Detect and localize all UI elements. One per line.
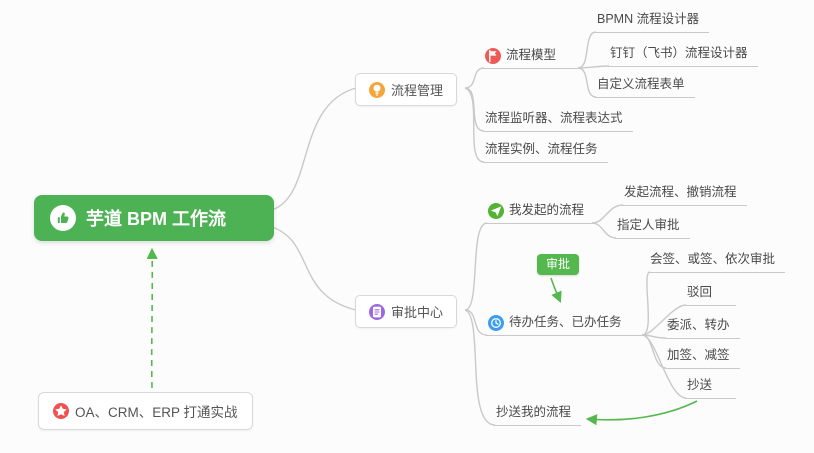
clock-icon (488, 314, 504, 331)
node-label: 流程监听器、流程表达式 (485, 111, 623, 125)
connector-pm-process-model (464, 67, 485, 89)
node-label: 流程实例、流程任务 (485, 142, 598, 156)
connector-root-process-management (271, 87, 357, 211)
connector-ac-my-initiated (464, 222, 488, 311)
relation-arrow-cc (585, 400, 698, 426)
relation-arrow-integration (146, 247, 158, 389)
node-dingtalk-designer[interactable]: 钉钉（飞书）流程设计器 (608, 43, 758, 67)
connector-todo-cc (641, 334, 687, 399)
node-my-initiated[interactable]: 我发起的流程 (486, 200, 595, 224)
connector-todo-countersign (641, 271, 651, 336)
connector-root-approval-center (271, 226, 357, 311)
node-process-management[interactable]: 流程管理 (355, 73, 458, 106)
node-todo-done[interactable]: 待办任务、已办任务 (486, 312, 644, 336)
node-label: 抄送我的流程 (496, 405, 572, 419)
node-label: 流程模型 (506, 48, 557, 62)
node-custom-form[interactable]: 自定义流程表单 (595, 74, 695, 98)
thumbs-up-icon (50, 205, 76, 231)
connector-model-customform (577, 67, 597, 98)
node-label: 待办任务、已办任务 (509, 315, 622, 329)
send-icon (488, 202, 504, 219)
node-bpmn-designer[interactable]: BPMN 流程设计器 (595, 9, 710, 33)
node-label: 会签、或签、依次审批 (650, 252, 776, 266)
node-label: 我发起的流程 (509, 203, 585, 217)
connector-model-bpmn (577, 31, 597, 69)
connector-pm-listener (464, 87, 485, 132)
relation-arrow-approval (550, 277, 562, 304)
connector-mine-initiate-cancel (591, 204, 624, 224)
node-integration[interactable]: OA、CRM、ERP 打通实战 (38, 392, 253, 430)
node-initiate-cancel[interactable]: 发起流程、撤销流程 (622, 182, 747, 206)
root-label: 芋道 BPM 工作流 (86, 209, 227, 229)
node-delegate-transfer[interactable]: 委派、转办 (665, 315, 740, 339)
node-approval-center[interactable]: 审批中心 (355, 295, 458, 328)
connector-mine-assignee (591, 222, 617, 239)
connector-ac-todo-done (464, 309, 488, 336)
node-label: 发起流程、撤销流程 (624, 185, 737, 199)
node-assignee-approval[interactable]: 指定人审批 (615, 215, 690, 239)
node-label: 钉钉（飞书）流程设计器 (610, 46, 748, 60)
node-label: 自定义流程表单 (597, 77, 685, 91)
node-label: 流程管理 (391, 83, 444, 98)
node-reject[interactable]: 驳回 (685, 282, 737, 306)
relation-label-approval[interactable]: 审批 (537, 254, 580, 275)
node-listener-expression[interactable]: 流程监听器、流程表达式 (483, 108, 633, 132)
connector-todo-addsign (641, 334, 667, 369)
node-instance-task[interactable]: 流程实例、流程任务 (483, 139, 608, 163)
node-process-model[interactable]: 流程模型 (483, 45, 579, 69)
node-countersign[interactable]: 会签、或签、依次审批 (648, 249, 786, 273)
node-cc-my-process[interactable]: 抄送我的流程 (494, 402, 582, 426)
connector-todo-reject (641, 304, 687, 336)
clipboard-icon (369, 303, 385, 320)
node-label: 抄送 (687, 378, 713, 392)
node-label: 审批中心 (391, 305, 444, 320)
connector-pm-instance (464, 87, 485, 163)
node-label: 驳回 (687, 285, 713, 299)
node-label: 指定人审批 (617, 218, 680, 232)
node-label: BPMN 流程设计器 (597, 12, 700, 26)
node-cc[interactable]: 抄送 (685, 375, 737, 399)
star-icon (53, 403, 69, 419)
node-label: 委派、转办 (667, 318, 730, 332)
node-label: 加签、减签 (667, 348, 730, 362)
flag-icon (485, 47, 501, 64)
relation-label-text: 审批 (546, 257, 571, 271)
lightbulb-icon (369, 81, 385, 98)
node-add-reduce-sign[interactable]: 加签、减签 (665, 345, 740, 369)
node-label: OA、CRM、ERP 打通实战 (75, 405, 238, 420)
connector-ac-cc-my-process (464, 309, 496, 426)
root-node[interactable]: 芋道 BPM 工作流 (34, 195, 274, 241)
